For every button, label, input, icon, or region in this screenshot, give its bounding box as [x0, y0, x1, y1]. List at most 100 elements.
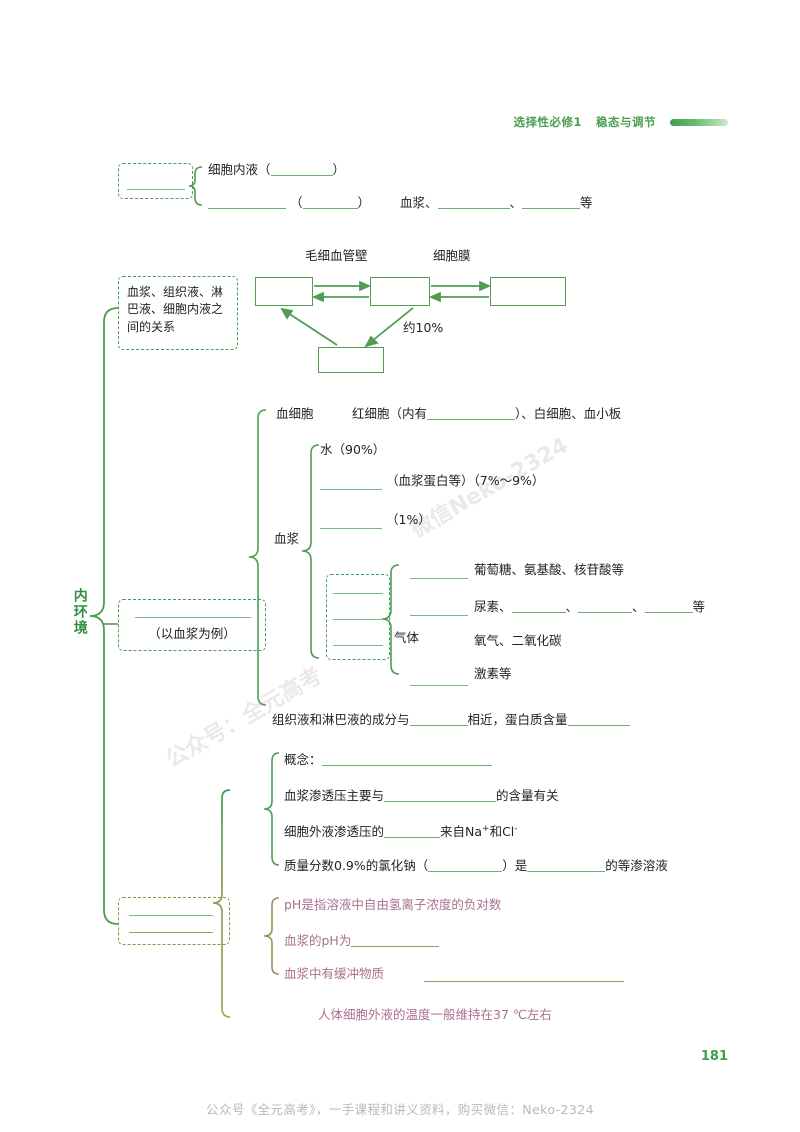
section1-items-suffix: 等	[580, 195, 593, 210]
protein-blank[interactable]	[320, 489, 382, 490]
section4-label-box[interactable]	[118, 897, 230, 945]
component-sugars: 葡萄糖、氨基酸、核苷酸等	[474, 562, 625, 577]
gas-label: 气体	[394, 630, 420, 645]
section1-line1: 细胞内液（ ）	[208, 160, 345, 179]
page-header: 选择性必修1 稳态与调节	[513, 114, 728, 130]
blood-cells-label: 血细胞	[276, 406, 314, 421]
extracell-na: 来自Na	[440, 824, 483, 839]
cl-superscript: -	[514, 823, 518, 834]
section1-items-blank1[interactable]	[437, 197, 510, 209]
osmotic-plasma: 血浆渗透压主要与 的含量有关	[284, 786, 559, 805]
comp2-blank[interactable]	[410, 615, 468, 616]
component-wastes: 尿素、 、 、 等	[474, 597, 705, 616]
comparison-suffix: 相近，蛋白质含量	[467, 712, 568, 727]
wastes-blank1[interactable]	[511, 601, 566, 613]
osmotic-concept: 概念：	[284, 750, 492, 769]
plasma-solutes-blank-1[interactable]	[333, 593, 383, 594]
header-unit: 稳态与调节	[596, 115, 656, 129]
red-cell-blank[interactable]	[427, 408, 516, 420]
osmotic-plasma-suffix: 的含量有关	[496, 788, 559, 803]
diagram-box-4[interactable]	[318, 347, 384, 373]
na-superscript: +	[482, 823, 490, 834]
section1-line2: （）	[208, 193, 370, 212]
section1-items-prefix: 血浆、	[400, 195, 438, 210]
water-label: 水（90%）	[320, 442, 386, 457]
other-solute-blank[interactable]	[320, 528, 382, 529]
osmotic-plasma-prefix: 血浆渗透压主要与	[284, 788, 385, 803]
page-footer: 公众号《全元高考》，一手课程和讲义资料，购买微信：Neko-2324	[206, 1102, 594, 1117]
wastes-blank2[interactable]	[578, 601, 633, 613]
root-label: 内环境	[71, 588, 88, 636]
section1-line1-suffix: ）	[332, 162, 346, 177]
comparison-prefix: 组织液和淋巴液的成分与	[272, 712, 410, 727]
saline-suffix: 的等渗溶液	[605, 858, 668, 873]
section1-line2-blank2[interactable]	[302, 197, 358, 209]
ph-buffer-blank[interactable]	[424, 981, 624, 982]
temperature-line: 人体细胞外液的温度一般维持在37 ℃左右	[318, 1007, 552, 1022]
section1-line1-blank[interactable]	[270, 164, 333, 176]
hormone-blank[interactable]	[410, 685, 468, 686]
section1-line2-items: 血浆、 、 等	[400, 193, 593, 212]
section3-label-box[interactable]: （以血浆为例）	[118, 599, 266, 651]
osmotic-plasma-blank[interactable]	[384, 790, 497, 802]
saline-mid: ）是	[502, 858, 528, 873]
section1-items-blank2[interactable]	[522, 197, 581, 209]
section1-line2-open: （	[289, 195, 303, 210]
section3-label-blank[interactable]	[135, 617, 251, 618]
gas-detail: 氧气、二氧化碳	[474, 633, 562, 648]
wastes-blank3[interactable]	[644, 601, 693, 613]
ph-plasma-value: 血浆的pH为	[284, 931, 440, 950]
extracell-prefix: 细胞外液渗透压的	[284, 824, 385, 839]
section1-line2-blank1[interactable]	[208, 197, 286, 209]
ph-plasma-blank[interactable]	[351, 935, 440, 947]
plasma-label: 血浆	[274, 531, 300, 546]
page-number: 181	[700, 1049, 728, 1064]
diagram-box-2[interactable]	[370, 277, 430, 306]
section1-box-blank[interactable]	[127, 189, 185, 190]
ph-plasma-label: 血浆的pH为	[284, 933, 352, 948]
saline-blank2[interactable]	[527, 860, 606, 872]
hormone-label: 激素等	[474, 666, 512, 681]
plasma-solutes-box[interactable]	[326, 574, 390, 660]
section1-line1-prefix: 细胞内液（	[208, 162, 271, 177]
section1-items-sep: 、	[509, 195, 523, 210]
plasma-solutes-blank-2[interactable]	[333, 619, 383, 620]
comp1-blank[interactable]	[410, 578, 468, 579]
comparison-blank2[interactable]	[567, 714, 630, 726]
saline-line: 质量分数0.9%的氯化钠（ ）是 的等渗溶液	[284, 856, 668, 875]
percent-label: 约10%	[403, 320, 444, 335]
section2-label-box: 血浆、组织液、淋巴液、细胞内液之间的关系	[118, 276, 238, 350]
blood-cells-detail: 红细胞（内有 ）、白细胞、血小板	[352, 404, 621, 423]
osmotic-concept-blank[interactable]	[321, 754, 492, 766]
other-note: （1%）	[386, 512, 431, 527]
extracell-cl: 和Cl	[489, 824, 515, 839]
section4-label-blank-1[interactable]	[129, 915, 213, 916]
red-cell-prefix: 红细胞（内有	[352, 406, 428, 421]
red-cell-suffix: ）、白细胞、血小板	[515, 406, 622, 421]
section1-answer-box[interactable]	[118, 163, 193, 199]
header-course: 选择性必修1	[513, 115, 582, 129]
wastes-sep1: 、	[565, 599, 579, 614]
osmotic-concept-label: 概念：	[284, 752, 322, 767]
plasma-solutes-blank-3[interactable]	[333, 645, 383, 646]
section1-line2-close: ）	[357, 195, 371, 210]
section4-label-blank-2[interactable]	[129, 932, 213, 933]
diagram-box-3[interactable]	[490, 277, 566, 306]
wastes-suffix: 等	[692, 599, 706, 614]
section3-label-text: （以血浆为例）	[148, 626, 236, 641]
section2-label-text: 血浆、组织液、淋巴液、细胞内液之间的关系	[127, 285, 224, 334]
wastes-sep2: 、	[632, 599, 645, 614]
saline-blank1[interactable]	[428, 860, 503, 872]
osmotic-extracellular: 细胞外液渗透压的 来自Na+和Cl-	[284, 822, 518, 841]
capillary-wall-label: 毛细血管壁	[305, 248, 368, 263]
comparison-blank1[interactable]	[409, 714, 468, 726]
comparison-line: 组织液和淋巴液的成分与 相近，蛋白质含量	[272, 710, 630, 729]
extracell-blank[interactable]	[384, 826, 441, 838]
wastes-prefix: 尿素、	[474, 599, 512, 614]
saline-prefix: 质量分数0.9%的氯化钠（	[284, 858, 429, 873]
ph-buffer: 血浆中有缓冲物质	[284, 966, 385, 981]
diagram-box-1[interactable]	[255, 277, 313, 306]
header-accent-bar	[670, 118, 728, 126]
cell-membrane-label: 细胞膜	[433, 248, 471, 263]
